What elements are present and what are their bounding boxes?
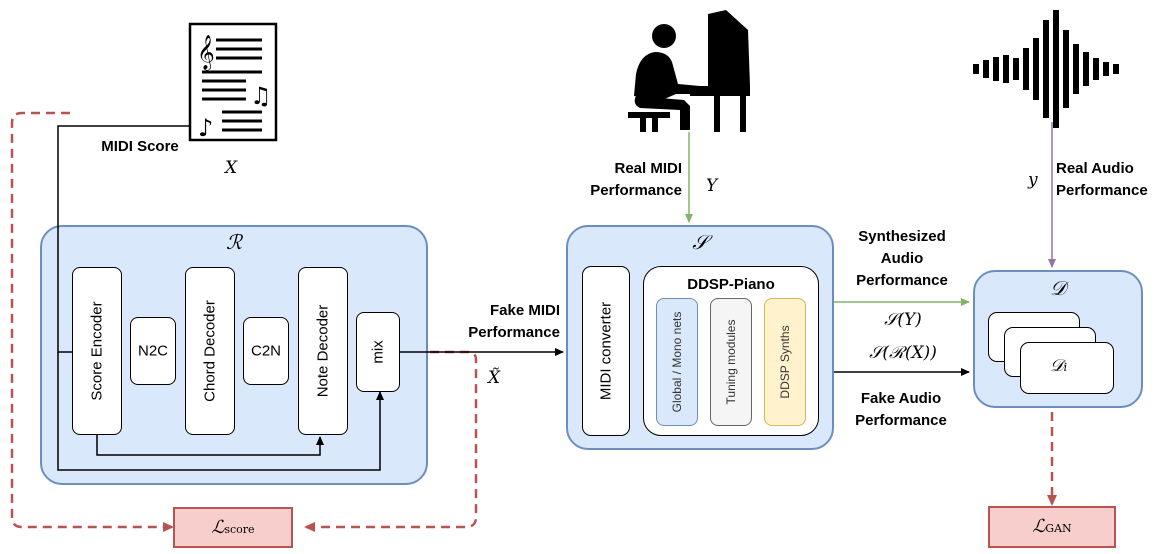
n2c-label: N2C	[137, 342, 168, 360]
midi-converter-label: MIDI converter	[597, 301, 615, 401]
score-loss-path-left	[10, 111, 174, 532]
svg-text:𝄞: 𝄞	[197, 35, 215, 71]
skip-to-mix-line	[57, 352, 384, 471]
s-of-y-label: 𝒮(Y)	[884, 310, 922, 330]
n2c-module: N2C	[130, 317, 176, 385]
real-midi-label: Real MIDI Performance	[590, 160, 682, 199]
svg-text:♪: ♪	[198, 114, 213, 142]
s-of-r-of-x-label: 𝒮(ℛ(X))	[869, 343, 937, 363]
global-mono-label: Global / Mono nets	[670, 311, 684, 413]
sheet-music-icon: 𝄞 ♫ ♪	[188, 22, 278, 142]
synth-audio-label: Synthesized Audio Performance	[856, 228, 948, 289]
Y-label: Y	[706, 176, 718, 196]
discriminator-card-front	[1020, 342, 1114, 394]
r-symbol: ℛ	[226, 230, 242, 254]
note-decoder-label: Note Decoder	[314, 304, 332, 398]
c2n-module: C2N	[243, 317, 289, 385]
score-loss-box: ℒscore	[173, 507, 293, 548]
gan-loss-box: ℒGAN	[988, 506, 1116, 548]
pianist-icon	[628, 10, 750, 132]
encoder-to-note-decoder-line	[96, 434, 324, 456]
ddsp-synths-module: DDSP Synths	[764, 298, 806, 426]
fake-audio-label: Fake Audio Performance	[855, 390, 947, 429]
midi-score-label: MIDI Score	[101, 138, 179, 155]
audio-waveform-icon	[973, 10, 1119, 128]
y-label: y	[1028, 170, 1038, 190]
score-encoder-label: Score Encoder	[88, 301, 106, 401]
chord-decoder-label: Chord Decoder	[201, 300, 219, 402]
x-label: X	[225, 158, 238, 178]
mix-label: mix	[369, 340, 387, 364]
mix-module: mix	[356, 312, 400, 392]
chord-decoder-module: Chord Decoder	[185, 267, 235, 435]
svg-text:♫: ♫	[250, 82, 272, 110]
c2n-label: C2N	[250, 342, 281, 360]
tuning-module: Tuning modules	[710, 298, 752, 426]
ddsp-synths-label: DDSP Synths	[778, 325, 792, 399]
d-symbol: 𝒟	[1050, 276, 1066, 300]
real-audio-label: Real Audio Performance	[1056, 160, 1148, 199]
x-tilde-label: X̃	[488, 368, 501, 388]
note-decoder-module: Note Decoder	[298, 267, 348, 435]
score-input-line	[57, 125, 190, 353]
fake-midi-label: Fake MIDI Performance	[468, 302, 560, 341]
ddsp-piano-title: DDSP-Piano	[687, 276, 775, 293]
score-encoder-module: Score Encoder	[72, 267, 122, 435]
global-mono-module: Global / Mono nets	[656, 298, 698, 426]
tuning-label: Tuning modules	[724, 319, 738, 405]
midi-converter-module: MIDI converter	[582, 266, 630, 436]
s-symbol: 𝒮	[692, 230, 708, 254]
d-i-label: 𝒟i	[1050, 356, 1068, 376]
